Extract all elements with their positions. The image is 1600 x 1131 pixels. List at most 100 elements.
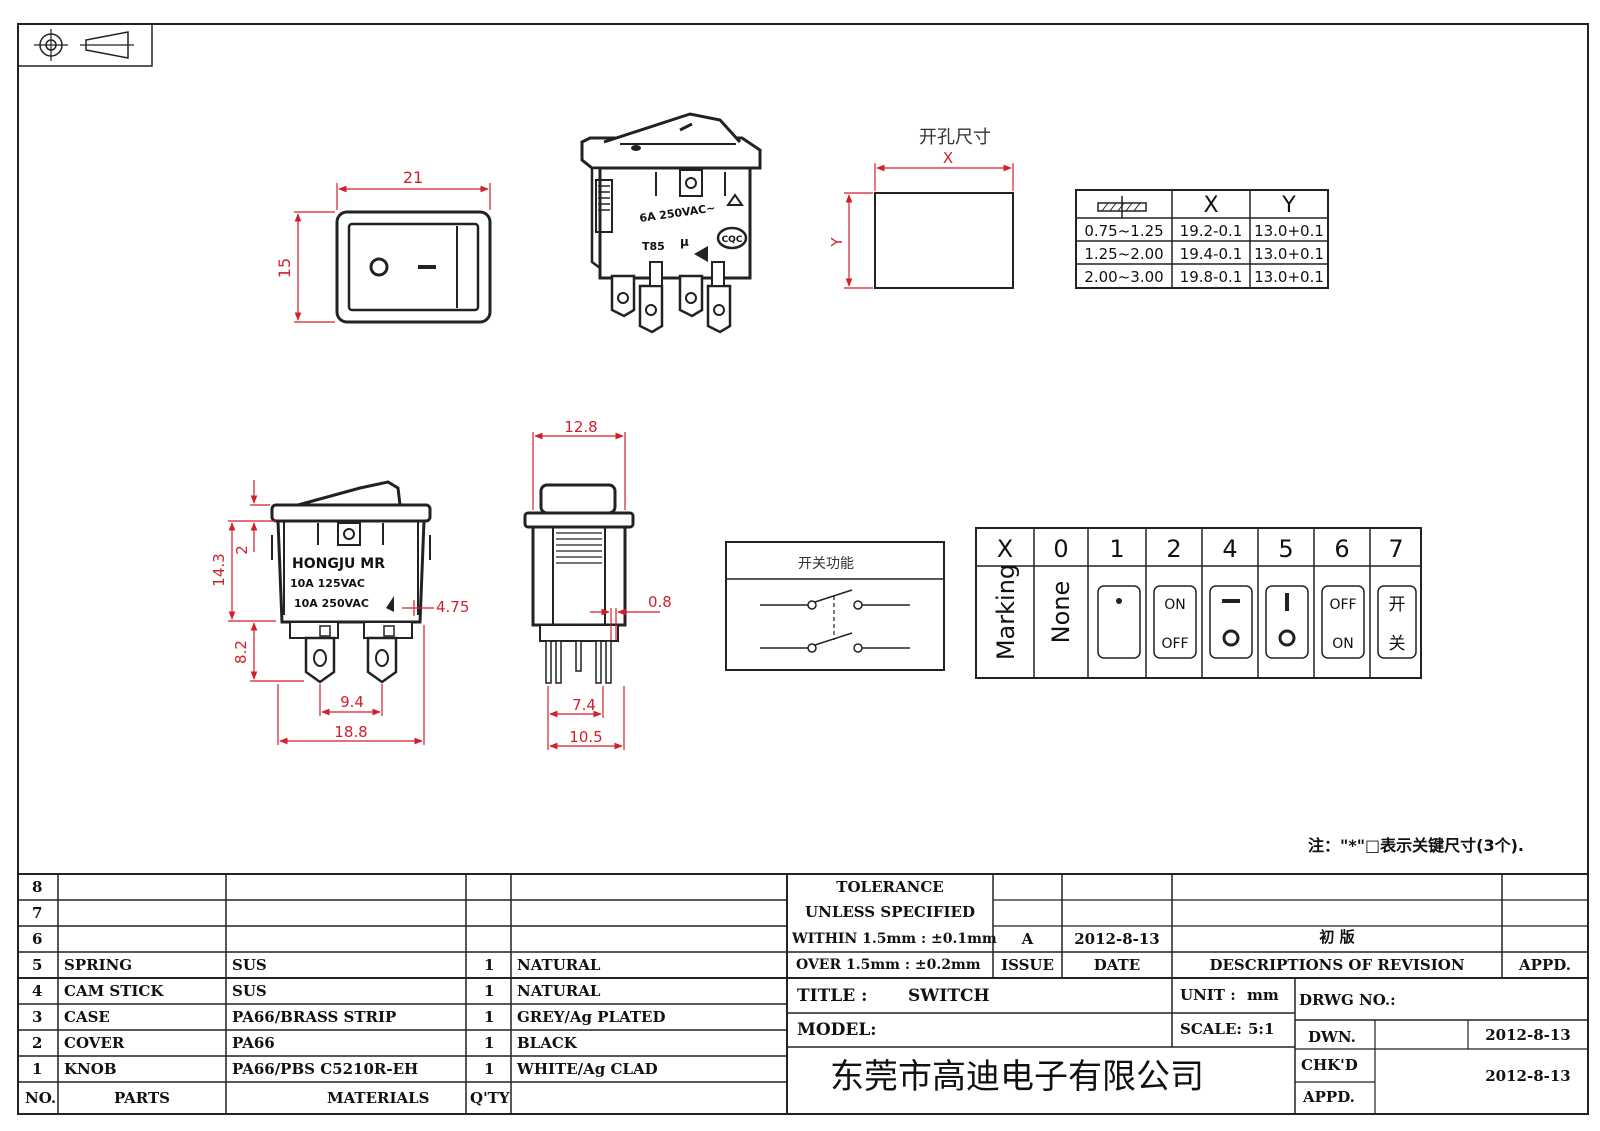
front-brand: HONGJU MR [292,556,385,572]
part-no: 4 [32,982,43,1000]
front-offset-dim: 2 [233,545,251,555]
product-mark-mu: μ [680,235,689,249]
front-side-dim: 4.75 [436,598,469,616]
side-top-dim: 12.8 [564,418,597,436]
cutout-title: 开孔尺寸 [919,127,991,148]
part-material: PA66/BRASS STRIP [232,1008,397,1026]
function-title: 开关功能 [798,556,854,572]
marking-header-cell: 4 [1222,535,1237,563]
hdr-date: DATE [1093,956,1141,974]
unit-value: mm [1247,986,1279,1004]
checked-date: 2012-8-13 [1485,1067,1571,1085]
tolerance-within: WITHIN 1.5mm : ±0.1mm [792,931,997,947]
part-finish: NATURAL [517,956,601,974]
hdr-parts: PARTS [113,1089,171,1107]
revision-description: 初 版 [1319,928,1355,946]
tolerance-over: OVER 1.5mm : ±0.2mm [796,957,981,973]
hdr-qty: Q'TY [470,1089,510,1107]
cutout-table-cell: 0.75~1.25 [1084,222,1163,240]
title-block-grid [18,873,1588,1114]
cutout-table-cell: 19.8-0.1 [1180,268,1243,286]
unit-label: UNIT : [1180,986,1236,1004]
tolerance-label: TOLERANCE [836,878,944,896]
part-no: 8 [32,878,43,896]
part-material: SUS [232,982,267,1000]
part-qty: 1 [484,1008,495,1026]
part-qty: 1 [484,1034,495,1052]
part-finish: NATURAL [517,982,601,1000]
sheet-border [17,23,1589,1115]
side-thick-dim: 0.8 [648,593,672,611]
part-no: 7 [32,904,43,922]
front-rating-1: 10A 125VAC [290,577,365,590]
front-height-dim: 14.3 [210,553,228,586]
marking-none-label: None [1047,581,1075,644]
front-terminal-dim: 8.2 [232,640,250,664]
part-name: CAM STICK [64,982,164,1000]
marking-header-cell: 1 [1109,535,1124,563]
marking-header-cell: X [997,535,1013,563]
side-pitch-dim: 7.4 [572,696,596,714]
model-label: MODEL: [797,1020,877,1040]
cutout-y-label: Y [828,237,846,248]
marking-table [975,527,1422,679]
title-label: TITLE : [797,986,868,1006]
part-material: PA66 [232,1034,275,1052]
front-rating-2: 10A 250VAC [294,597,369,610]
checked-label: CHK'D [1301,1056,1358,1074]
part-qty: 1 [484,1060,495,1078]
hdr-issue: ISSUE [1001,956,1054,974]
cutout-table-cell: 13.0+0.1 [1254,222,1324,240]
cutout-table-cell: 19.2-0.1 [1180,222,1243,240]
hdr-descriptions: DESCRIPTIONS OF REVISION [1209,956,1465,974]
part-name: KNOB [64,1060,117,1078]
title-value: SWITCH [908,986,990,1006]
part-no: 5 [32,956,43,974]
part-name: COVER [64,1034,125,1052]
cutout-table-header: X [1203,193,1218,218]
marking-header-cell: 7 [1388,535,1403,563]
part-no: 3 [32,1008,43,1026]
drawing-note: 注："*"□表示关键尺寸(3个). [1308,836,1524,855]
marking-header-cell: 5 [1278,535,1293,563]
part-name: SPRING [64,956,133,974]
part-material: PA66/PBS C5210R-EH [232,1060,419,1078]
revision-date: 2012-8-13 [1074,930,1160,948]
part-finish: GREY/Ag PLATED [517,1008,666,1026]
cutout-table-header: Y [1281,193,1296,218]
projection-symbol [17,23,153,67]
approved-label: APPD. [1303,1088,1355,1106]
front-width-dim: 18.8 [334,723,367,741]
revision-issue: A [1021,930,1034,948]
cutout-diagram [844,163,1014,289]
part-finish: WHITE/Ag CLAD [517,1060,658,1078]
product-rating-2: T85 [642,240,665,253]
marking-7-top: 开 [1389,595,1406,615]
top-height-dim: 15 [275,258,294,278]
part-no: 6 [32,930,43,948]
hdr-materials: MATERIALS [327,1089,430,1107]
cutout-table-cell: 1.25~2.00 [1084,245,1163,263]
marking-6-bottom: ON [1332,636,1354,652]
top-width-dim: 21 [403,168,423,187]
side-width-dim: 10.5 [569,728,602,746]
drawn-label: DWN. [1308,1028,1356,1046]
drawing-number-label: DRWG NO.: [1299,991,1396,1009]
switch-function-diagram [725,541,945,671]
marking-header-cell: 6 [1334,535,1349,563]
marking-2-top: ON [1164,597,1186,613]
marking-7-bottom: 关 [1389,634,1406,654]
part-qty: 1 [484,982,495,1000]
part-finish: BLACK [517,1034,577,1052]
part-no: 1 [32,1060,43,1078]
cutout-table-cell: 13.0+0.1 [1254,245,1324,263]
company-name: 东莞市高迪电子有限公司 [830,1057,1204,1097]
front-pitch-dim: 9.4 [340,693,364,711]
switch-side-view [523,432,660,750]
part-name: CASE [64,1008,110,1026]
scale-value: 5:1 [1248,1020,1275,1038]
cutout-table-cell: 2.00~3.00 [1084,268,1163,286]
marking-6-top: OFF [1329,597,1356,613]
